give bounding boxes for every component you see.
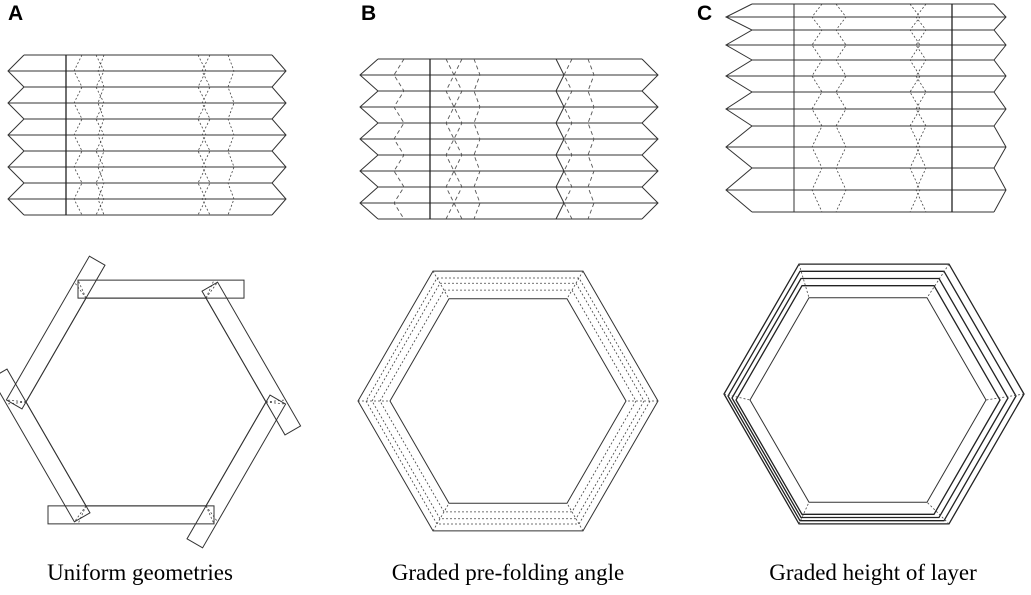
corner-crease: [985, 393, 1025, 401]
corner-crease: [926, 263, 950, 299]
corner-crease: [432, 270, 450, 300]
plate-crease: [6, 399, 27, 403]
crease-column: [555, 58, 565, 220]
plate-crease: [205, 281, 218, 299]
plate-crease: [205, 505, 218, 523]
crease-column: [197, 54, 207, 216]
inner-hexagon: [389, 298, 627, 504]
caption-c: Graded height of layer: [769, 560, 977, 585]
caption-a: Uniform geometries: [47, 560, 233, 585]
plate-crease: [77, 505, 87, 525]
plate: [77, 279, 245, 299]
stack-left-edge: [724, 3, 754, 213]
plate: [47, 505, 215, 525]
plate: [0, 368, 91, 523]
outer-hexagon: [357, 270, 659, 532]
crease-column: [97, 54, 105, 216]
layer-band: [371, 282, 645, 520]
inner-hexagon: [749, 297, 987, 503]
crease-column: [909, 3, 921, 213]
plate-crease: [74, 281, 87, 299]
corner-crease: [926, 501, 950, 525]
plate-crease: [265, 401, 286, 405]
corner-crease: [566, 502, 584, 532]
plate-crease: [205, 505, 215, 525]
layer-band: [365, 277, 651, 525]
crease-column: [835, 3, 847, 213]
crease-column: [473, 58, 481, 220]
crease-column: [201, 54, 211, 216]
plate-crease: [205, 279, 215, 299]
crease-column: [453, 58, 463, 220]
crease-column: [95, 54, 105, 216]
crease-column: [227, 54, 235, 216]
plate: [5, 255, 106, 410]
corner-crease: [798, 263, 810, 298]
plate: [186, 394, 287, 549]
plate: [201, 281, 302, 436]
panel-label-b: B: [361, 2, 377, 25]
layer-hexagon: [723, 263, 1025, 525]
plate-crease: [74, 505, 87, 523]
plate-crease: [6, 401, 27, 405]
layer-hexagon: [731, 277, 1009, 519]
inner-hexagon: [25, 297, 267, 507]
layer-band: [379, 289, 637, 513]
caption-b: Graded pre-folding angle: [391, 560, 625, 585]
crease-column: [73, 54, 83, 216]
corner-crease: [432, 502, 450, 532]
corner-crease: [723, 393, 751, 401]
crease-column: [445, 58, 455, 220]
crease-column: [393, 58, 405, 220]
corner-crease: [566, 270, 584, 300]
crease-column: [811, 3, 823, 213]
plate-crease: [265, 399, 286, 403]
crease-column: [587, 58, 595, 220]
panel-label-a: A: [8, 2, 24, 25]
crease-column: [563, 58, 573, 220]
panel-label-c: C: [697, 2, 713, 25]
plate-crease: [77, 279, 87, 299]
stack-right-edge: [993, 3, 1007, 213]
crease-column: [915, 3, 927, 213]
layer-hexagon: [735, 285, 1001, 515]
